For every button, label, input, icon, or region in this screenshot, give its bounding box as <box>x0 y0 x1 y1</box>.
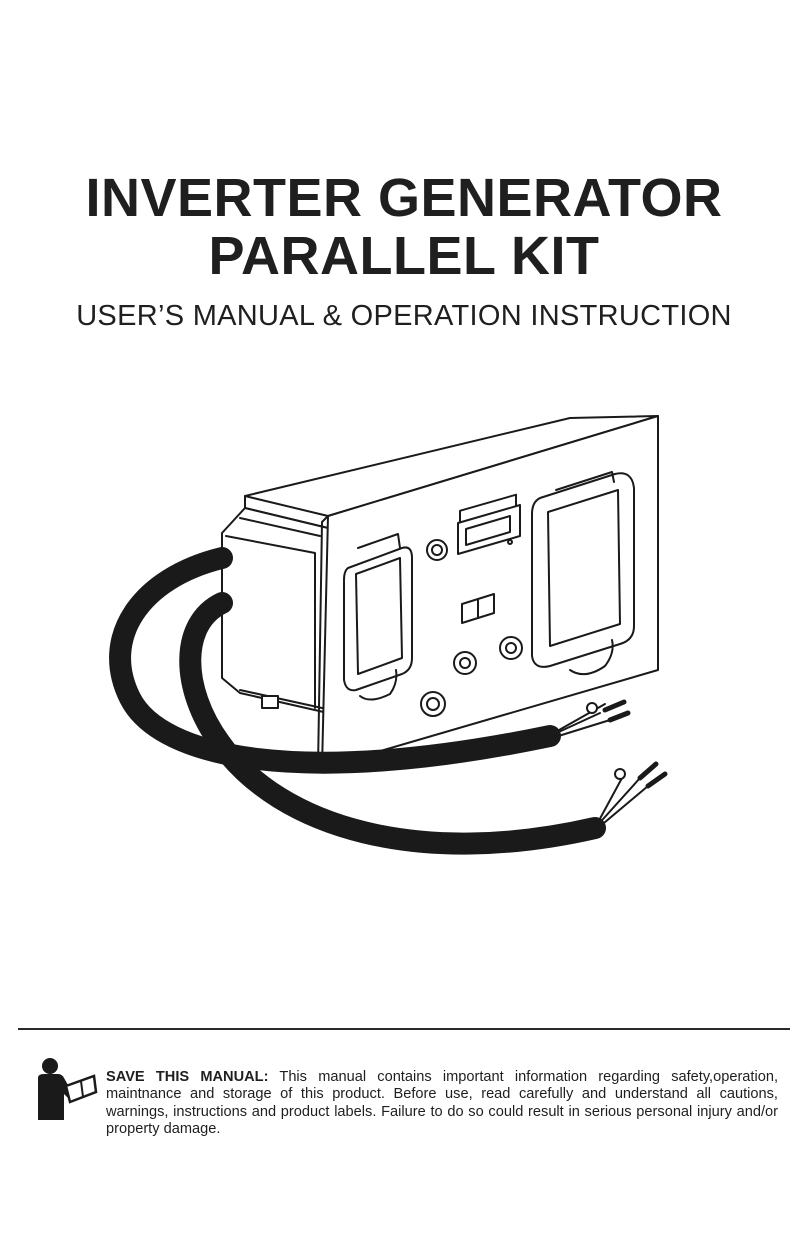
subtitle: USER’S MANUAL & OPERATION INSTRUCTION <box>76 300 732 332</box>
save-manual-notice: SAVE THIS MANUAL: This manual contains i… <box>106 1069 778 1139</box>
title-line-1: INVERTER GENERATOR <box>85 168 723 228</box>
notice-body: This manual contains important informati… <box>106 1068 779 1138</box>
title-line-2: PARALLEL KIT <box>208 226 600 286</box>
person-reading-manual-icon <box>38 1058 98 1120</box>
parallel-kit-illustration <box>109 415 668 855</box>
divider-rule <box>18 1028 790 1030</box>
notice-heading: SAVE THIS MANUAL: <box>106 1068 269 1085</box>
